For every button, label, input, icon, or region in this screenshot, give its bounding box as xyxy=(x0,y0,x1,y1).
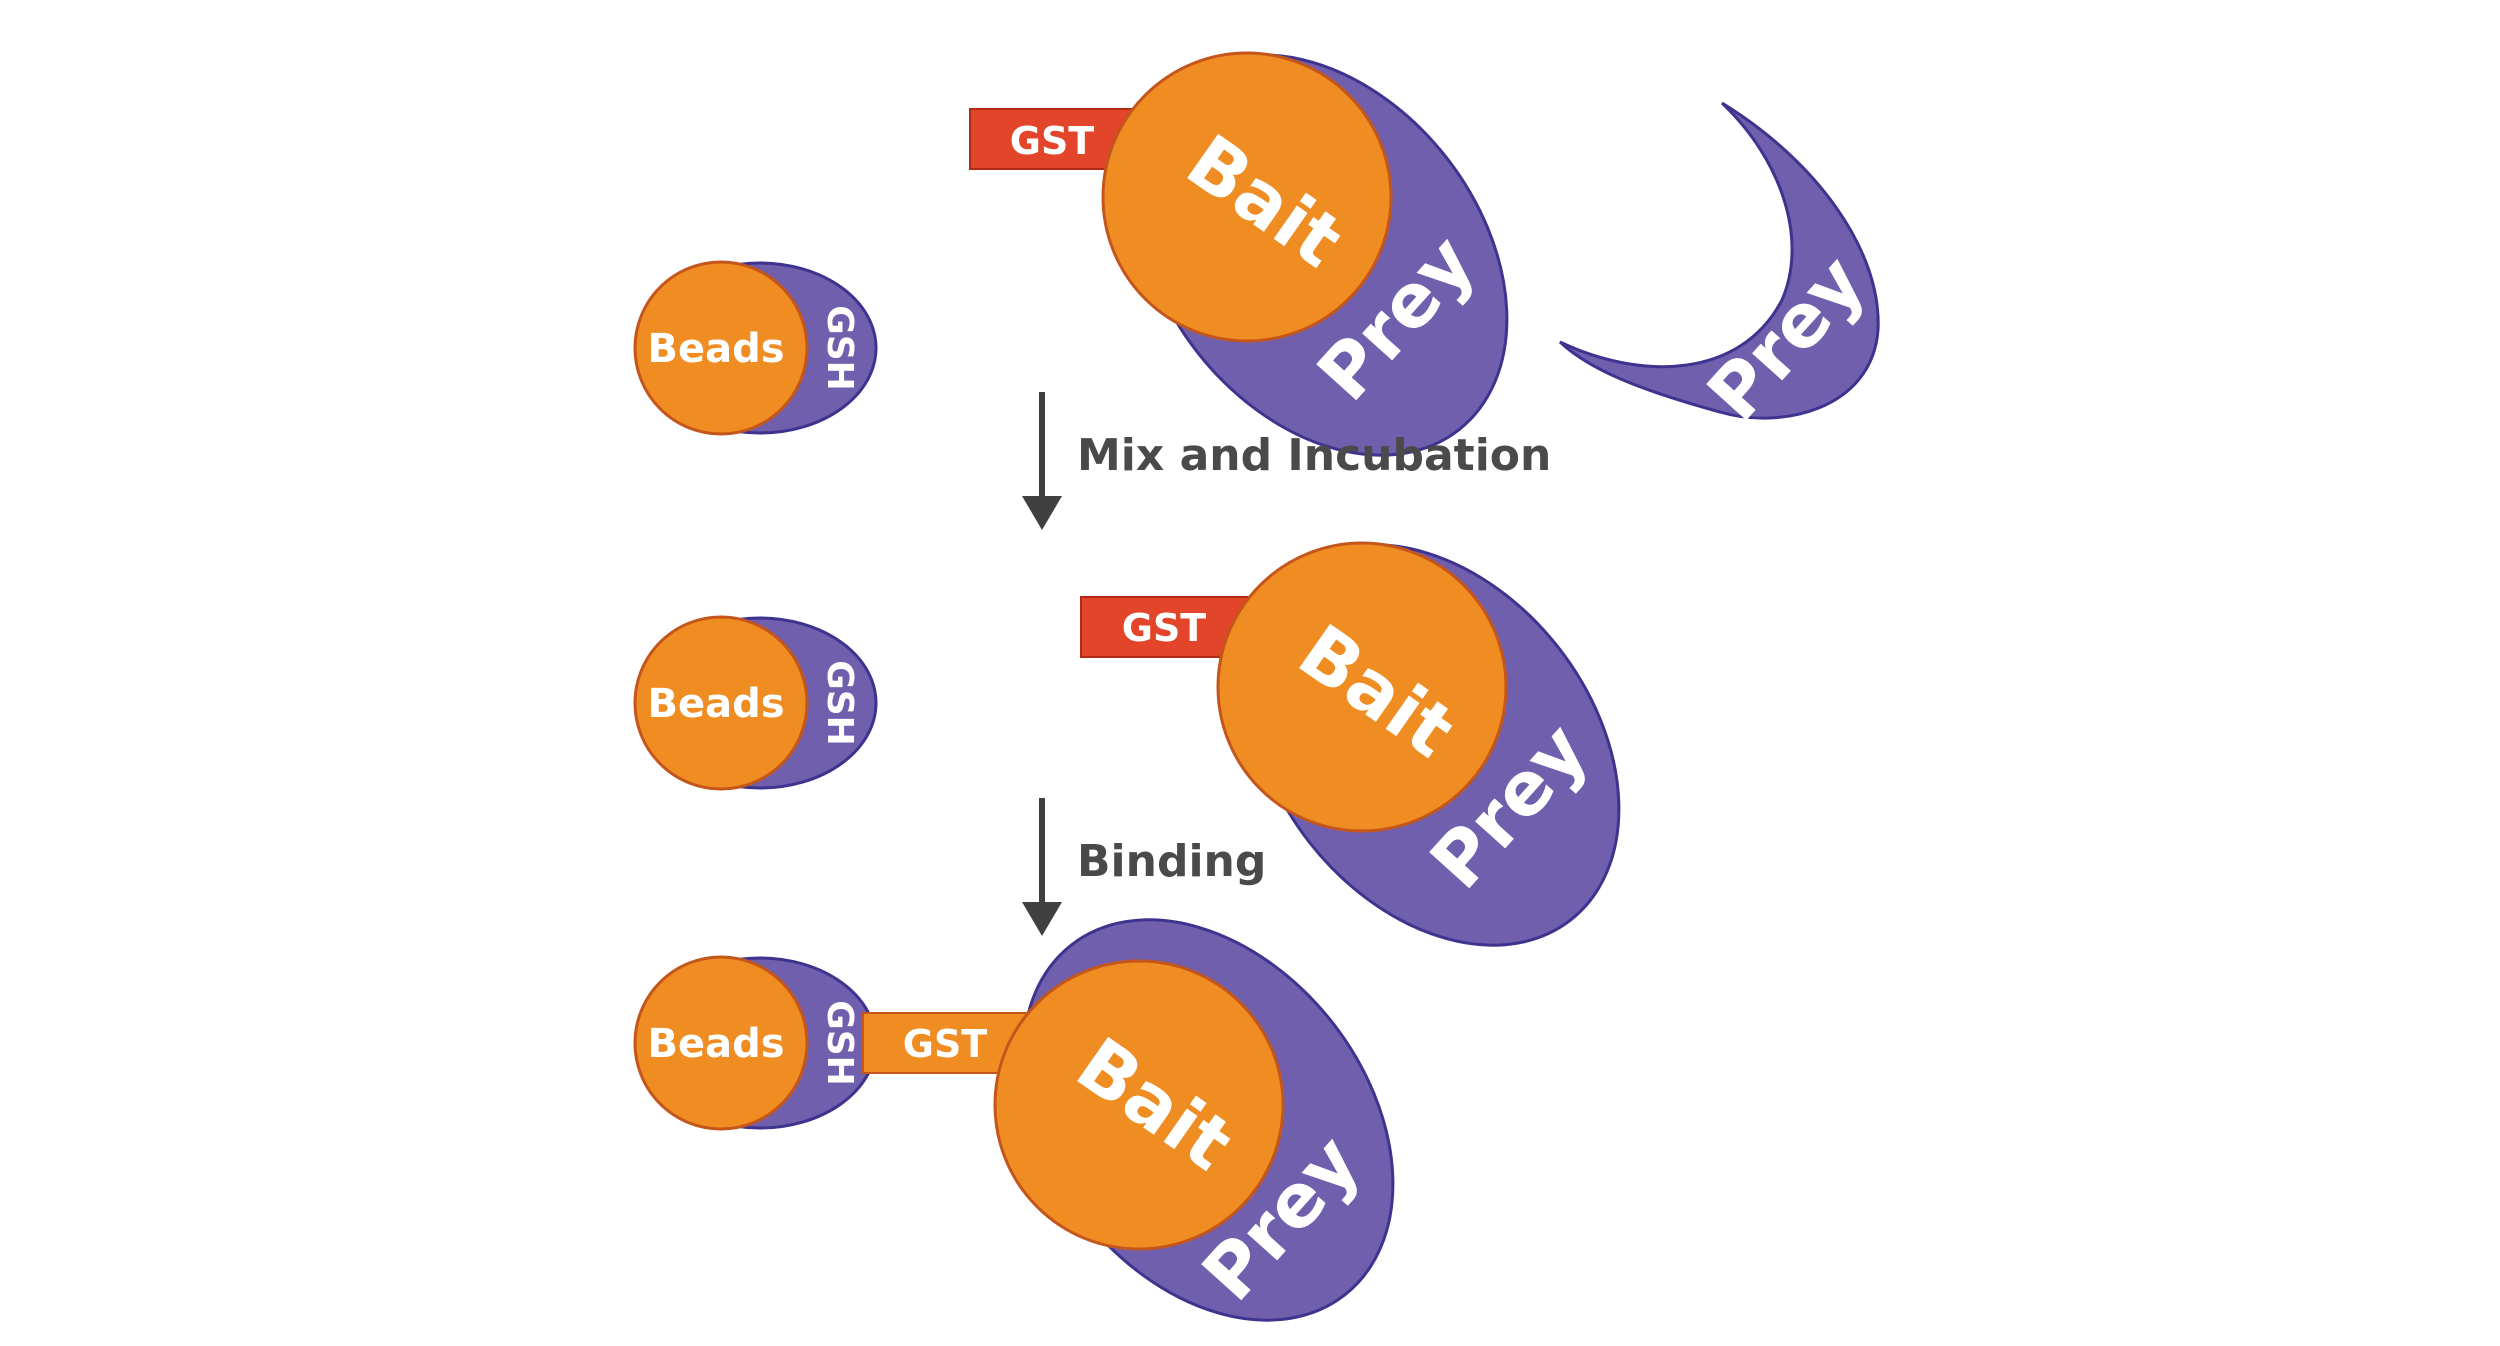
bound-complex: Beads GSH GST Bait Prey xyxy=(633,918,1395,1322)
step-label-binding: Binding xyxy=(1077,836,1266,887)
gst-bait-prey-complex-2: GST Bait Prey xyxy=(1080,541,1621,947)
free-prey: Prey xyxy=(1558,101,1882,437)
beads-label: Beads xyxy=(647,326,784,372)
beads-gsh-complex-1: Beads GSH xyxy=(633,260,878,436)
step-arrow-mix xyxy=(1022,392,1062,530)
gsh-label: GSH xyxy=(819,660,860,746)
bait-shape xyxy=(1101,51,1393,343)
beads-shape xyxy=(633,615,809,791)
gst-label: GST xyxy=(1122,606,1207,650)
gsh-label: GSH xyxy=(819,1000,860,1086)
beads-shape xyxy=(633,955,809,1131)
gsh-label: GSH xyxy=(819,305,860,391)
bait-shape xyxy=(1216,541,1508,833)
beads-label: Beads xyxy=(647,1021,784,1067)
bait-shape xyxy=(993,959,1285,1251)
gst-bait-prey-complex-1: GST Bait Prey xyxy=(969,51,1509,457)
gst-label: GST xyxy=(903,1022,988,1066)
prey-crescent-shape xyxy=(1558,101,1880,420)
gst-label: GST xyxy=(1010,119,1095,163)
step-arrow-binding xyxy=(1022,798,1062,936)
beads-shape xyxy=(633,260,809,436)
beads-gsh-complex-2: Beads GSH xyxy=(633,615,878,791)
step-label-mix: Mix and Incubation xyxy=(1077,430,1551,481)
beads-label: Beads xyxy=(647,681,784,727)
